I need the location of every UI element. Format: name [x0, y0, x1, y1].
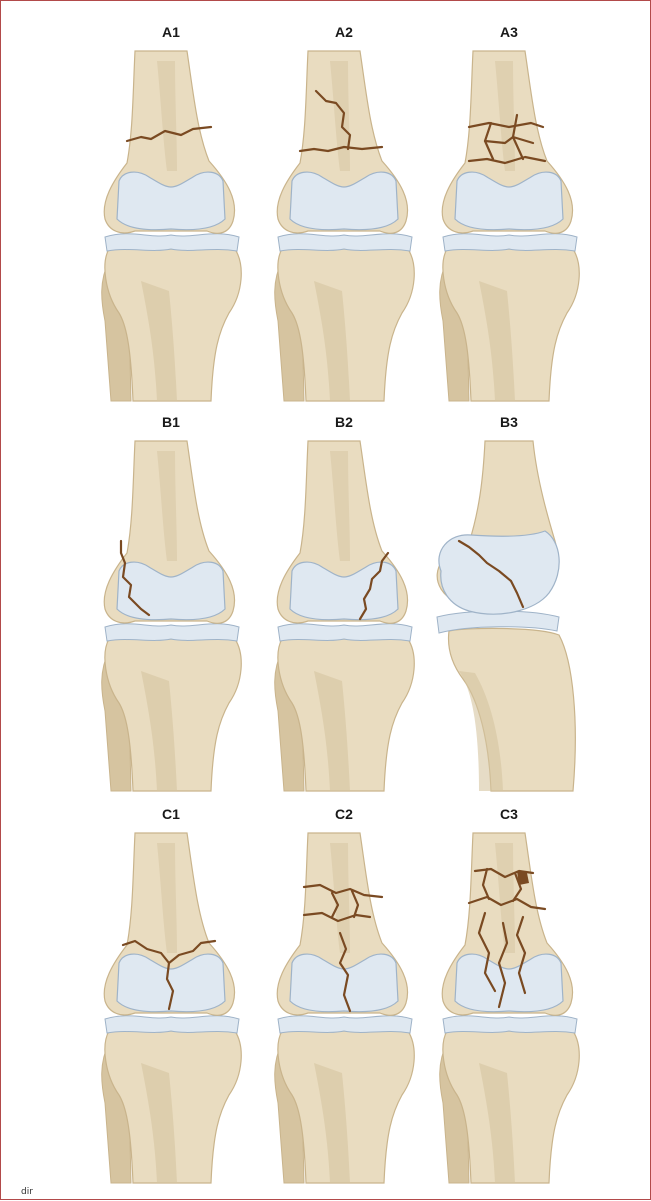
panel-label-b3: B3: [500, 414, 518, 430]
panel-label-c2: C2: [335, 806, 353, 822]
tibial-cartilage: [443, 1016, 577, 1033]
panel-c3: C3: [440, 806, 580, 1183]
panel-b3: B3: [437, 414, 575, 791]
knee-c2: [275, 833, 415, 1183]
knee-a1: [102, 51, 242, 401]
panel-label-a1: A1: [162, 24, 180, 40]
panel-a2: A2: [275, 24, 415, 401]
panel-label-b1: B1: [162, 414, 180, 430]
panel-a1: A1: [102, 24, 242, 401]
panel-b1: B1: [102, 414, 242, 791]
panel-a3: A3: [440, 24, 580, 401]
knee-c3: [440, 833, 580, 1183]
panel-label-c3: C3: [500, 806, 518, 822]
knee-b2: [275, 441, 415, 791]
tibial-cartilage: [105, 624, 239, 641]
tibia-lateral: [449, 628, 576, 791]
knee-b1: [102, 441, 242, 791]
panel-label-c1: C1: [162, 806, 180, 822]
panel-c2: C2: [275, 806, 415, 1183]
femoral-cartilage-lateral: [439, 531, 559, 614]
tibial-cartilage: [278, 624, 412, 641]
knee-a2: [275, 51, 415, 401]
artist-signature: dir: [21, 1187, 33, 1197]
knee-b3: [437, 441, 575, 791]
panel-c1: C1: [102, 806, 242, 1183]
panel-label-a3: A3: [500, 24, 518, 40]
panel-b2: B2: [275, 414, 415, 791]
knee-c1: [102, 833, 242, 1183]
knee-a3: [440, 51, 580, 401]
tibial-cartilage: [278, 234, 412, 251]
tibial-cartilage: [278, 1016, 412, 1033]
tibial-cartilage: [105, 1016, 239, 1033]
panel-label-b2: B2: [335, 414, 353, 430]
panel-label-a2: A2: [335, 24, 353, 40]
tibial-cartilage: [105, 234, 239, 251]
tibial-cartilage: [443, 234, 577, 251]
